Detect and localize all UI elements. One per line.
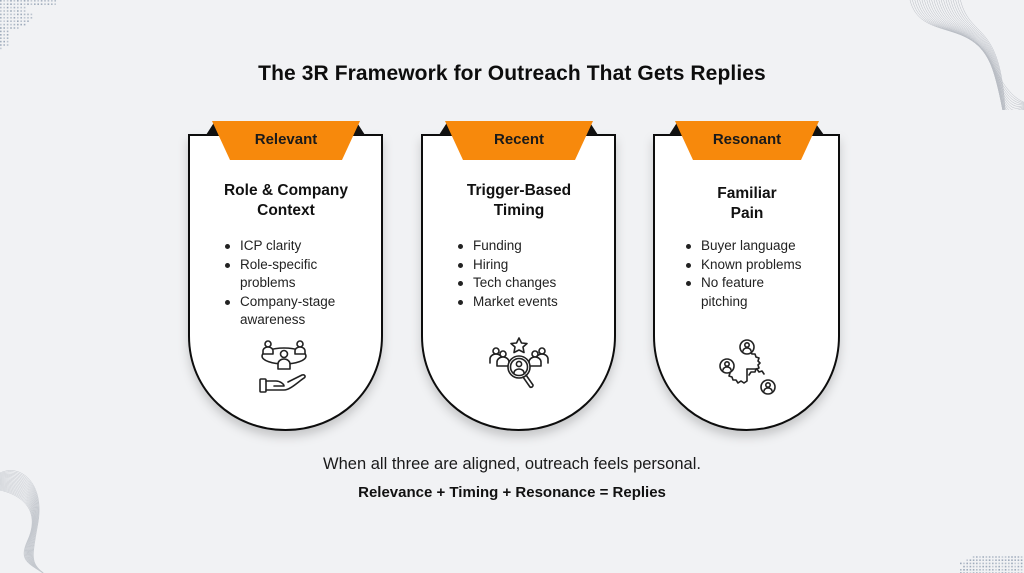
bullet-item: Tech changes	[455, 274, 605, 293]
card-title: Trigger-Based Timing	[421, 181, 617, 221]
bullet-list: Buyer language Known problems No feature…	[683, 237, 833, 311]
talent-search-icon	[488, 337, 550, 399]
footer-statement: When all three are aligned, outreach fee…	[0, 455, 1024, 474]
card-title-line: Familiar	[653, 184, 841, 204]
bullet-item: Hiring	[455, 256, 605, 275]
bullet-list: ICP clarity Role-specific problems Compa…	[222, 237, 372, 330]
footer-formula: Relevance + Timing + Resonance = Replies	[0, 484, 1024, 501]
card-title-line: Pain	[653, 204, 841, 224]
bullet-item: ICP clarity	[222, 237, 372, 256]
connected-people-gears-icon	[717, 339, 779, 399]
card-title: Role & Company Context	[188, 181, 384, 221]
card-tab-label: Relevant	[188, 131, 384, 148]
bullet-item: Funding	[455, 237, 605, 256]
dot-grid-bottom-right-decoration	[960, 545, 1024, 573]
bullet-item: Buyer language	[683, 237, 833, 256]
bullet-item: Known problems	[683, 256, 833, 275]
people-in-hand-icon	[254, 339, 314, 397]
bullet-item: Role-specific problems	[222, 256, 352, 293]
bullet-item: Market events	[455, 293, 605, 312]
dot-grid-top-left-decoration	[0, 0, 60, 60]
card-tab-label: Recent	[421, 131, 617, 148]
card-title-line: Timing	[421, 201, 617, 221]
bullet-item: Company-stage awareness	[222, 293, 380, 330]
bullet-item: No feature pitching	[683, 274, 801, 311]
card-title: Familiar Pain	[653, 184, 841, 224]
card-title-line: Context	[188, 201, 384, 221]
bullet-list: Funding Hiring Tech changes Market event…	[455, 237, 605, 311]
card-title-line: Trigger-Based	[421, 181, 617, 201]
framework-card-relevant: Relevant Role & Company Context ICP clar…	[188, 121, 384, 433]
card-tab-label: Resonant	[653, 131, 841, 148]
page-title: The 3R Framework for Outreach That Gets …	[0, 62, 1024, 86]
card-title-line: Role & Company	[188, 181, 384, 201]
framework-card-recent: Recent Trigger-Based Timing Funding Hiri…	[421, 121, 617, 433]
framework-card-resonant: Resonant Familiar Pain Buyer language Kn…	[653, 121, 841, 433]
wave-lines-top-right-decoration	[880, 0, 1024, 110]
